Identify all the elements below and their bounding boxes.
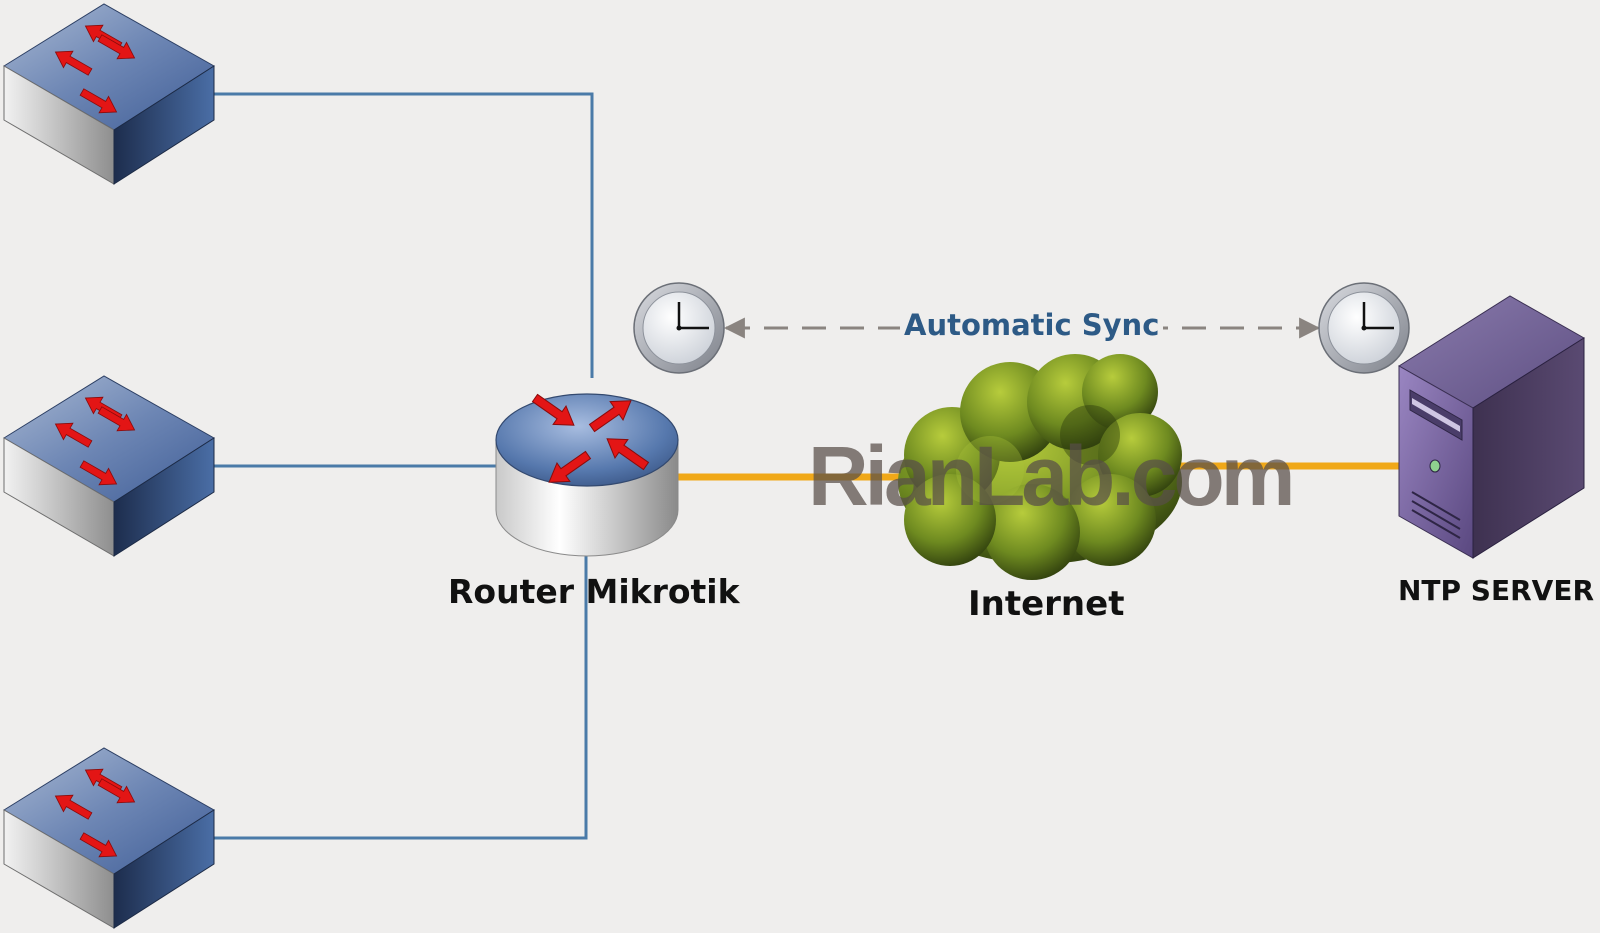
- clock-icon: [1317, 281, 1411, 375]
- router-label: Router Mikrotik: [448, 572, 740, 611]
- cloud-icon: [898, 354, 1182, 580]
- link-switch-1-router: [208, 92, 594, 378]
- router-icon: [495, 388, 679, 557]
- lan-links: [208, 92, 594, 840]
- switch-icon: [4, 376, 214, 556]
- watermark: RianLab.com: [808, 429, 1295, 523]
- sync-label: Automatic Sync: [900, 308, 1164, 342]
- clock-icon: [632, 281, 726, 375]
- server-icon: [1398, 295, 1585, 559]
- switch-icon: [4, 748, 214, 928]
- wan-links: [676, 462, 1400, 481]
- internet-label: Internet: [968, 584, 1125, 624]
- ntp-server-label: NTP SERVER: [1398, 574, 1595, 607]
- link-switch-3-router: [208, 556, 588, 840]
- switch-icon: [4, 4, 214, 184]
